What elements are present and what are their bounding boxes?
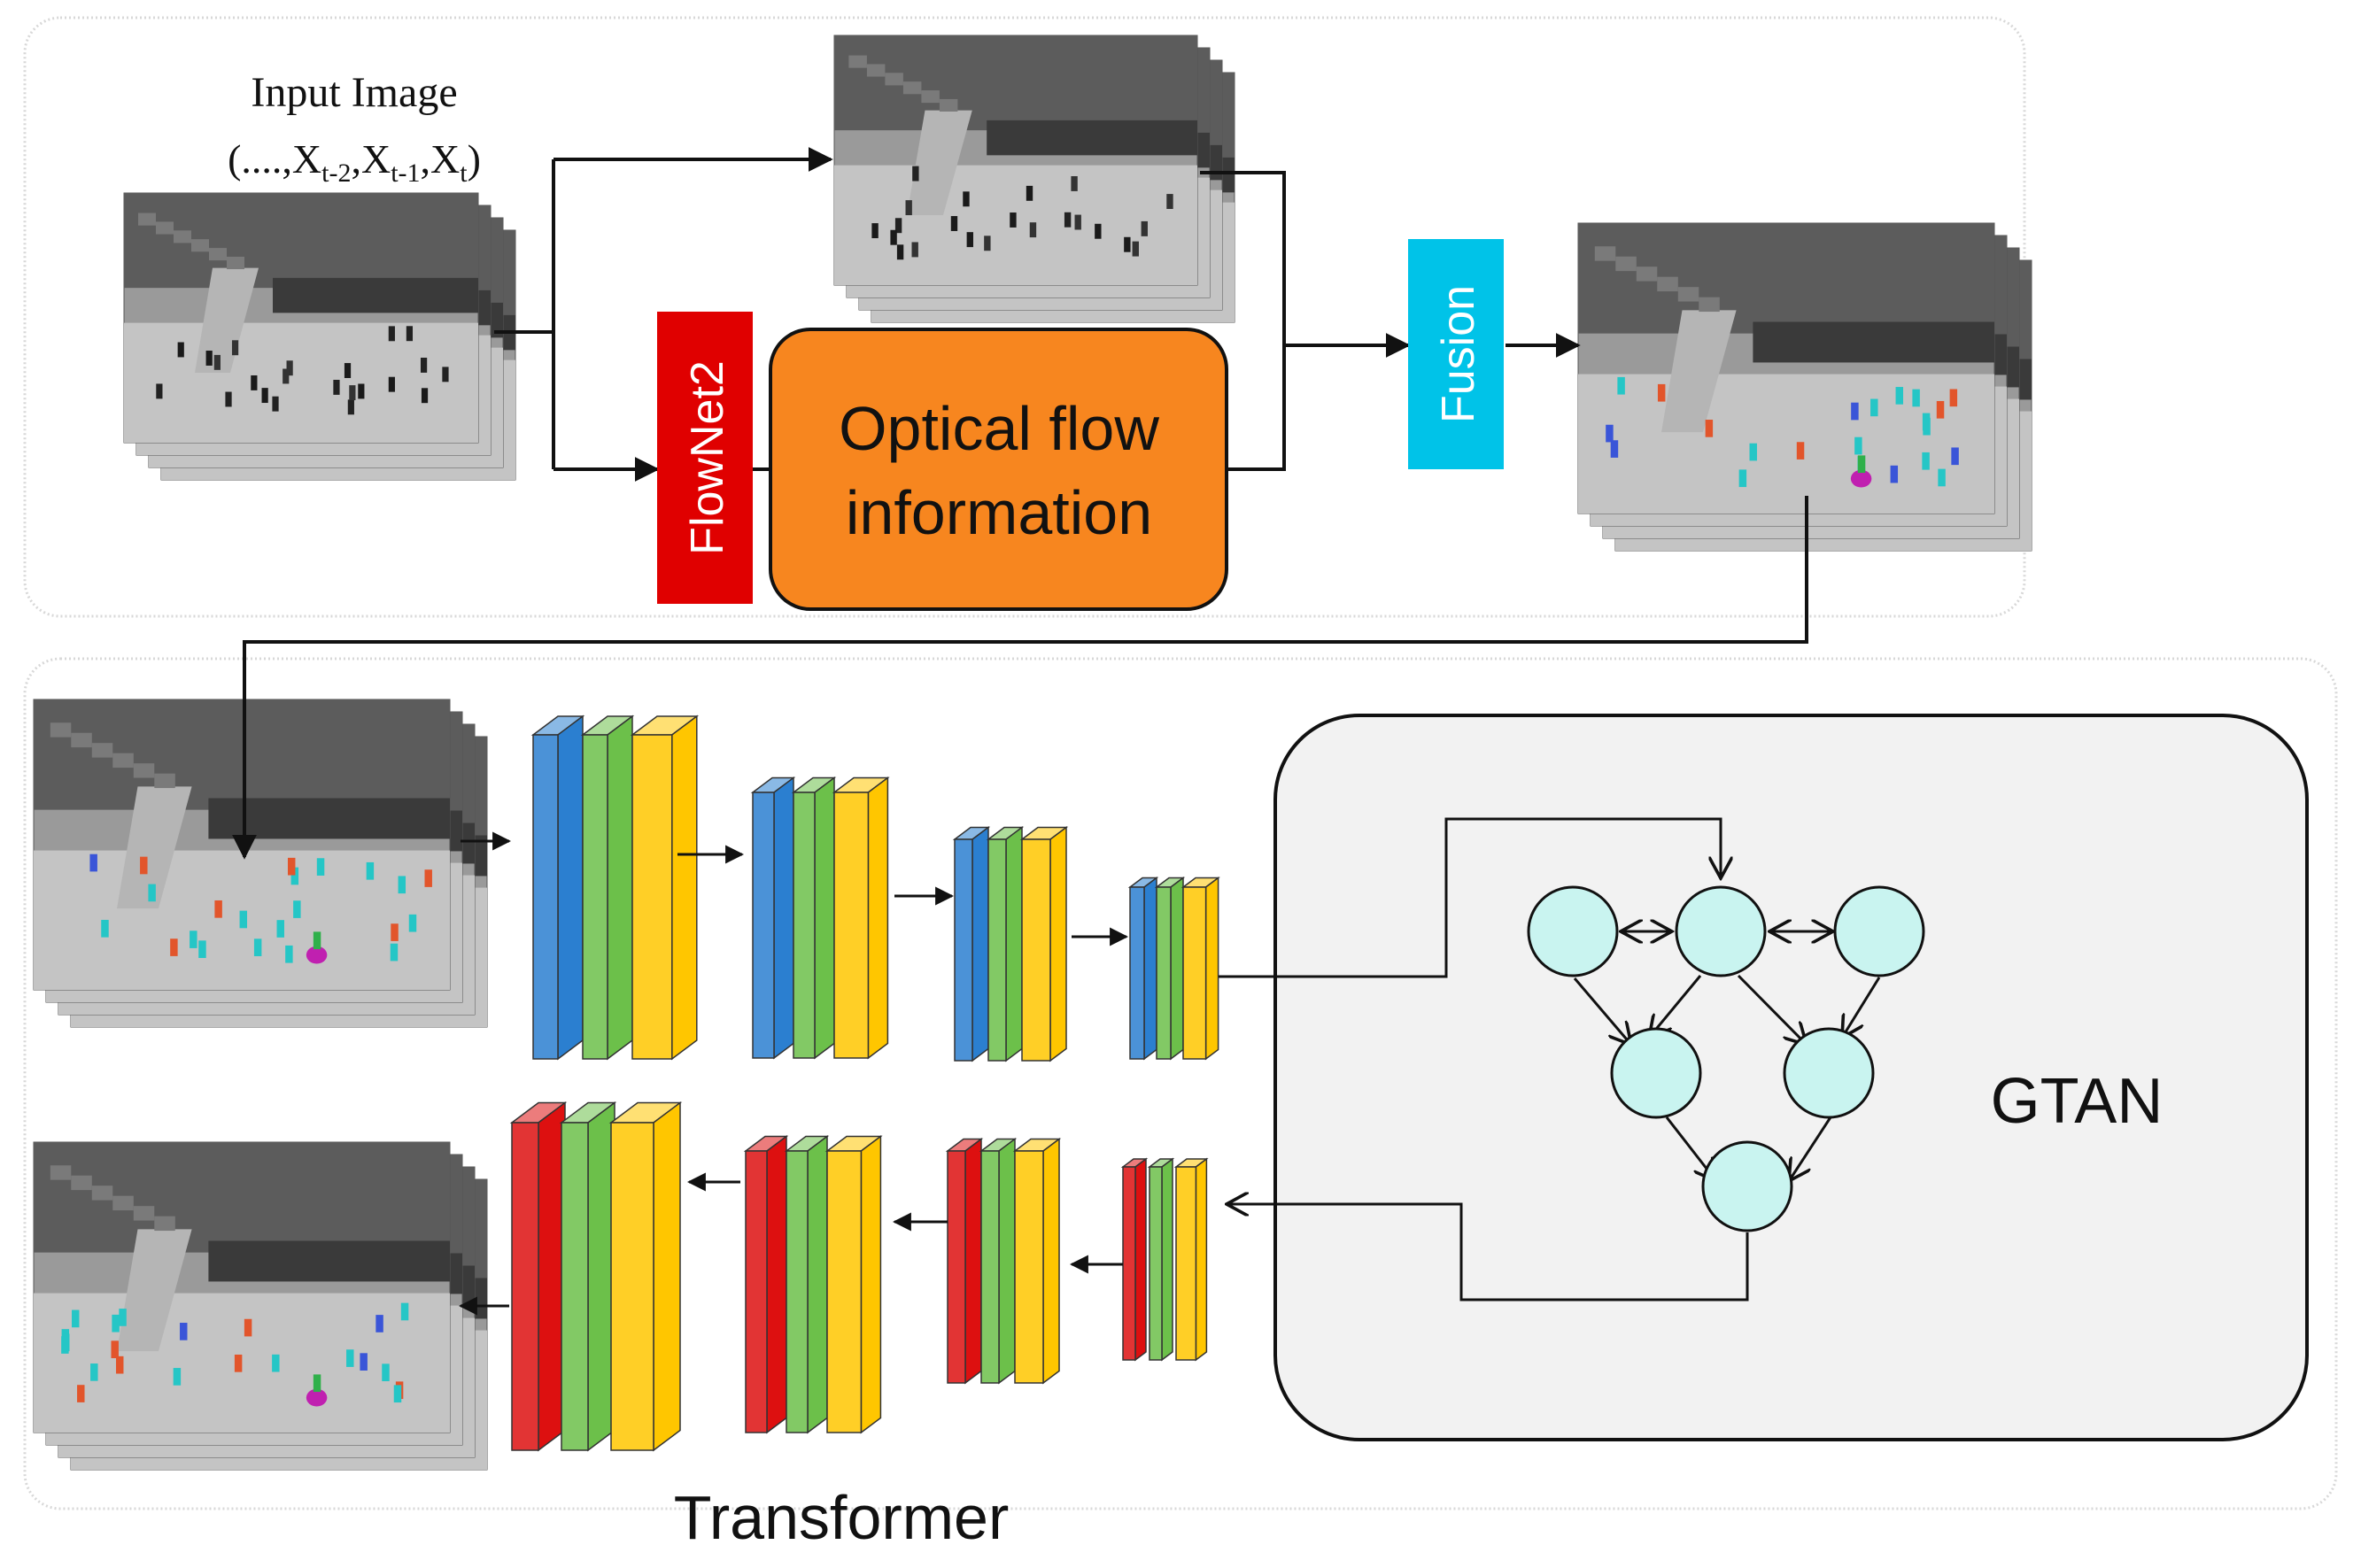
graph-node-6 <box>1701 1140 1793 1232</box>
input-frame-stack <box>123 192 516 481</box>
encoder-stage-1-layer-blue <box>530 714 585 1061</box>
optical-flow-label-line2: information <box>846 478 1152 547</box>
gtan-graph <box>1204 817 1881 1302</box>
decoder-stage-4-layer-red <box>1120 1157 1149 1362</box>
encoder-stage-4-layer-green <box>1154 877 1186 1061</box>
decoder-stage-2-layer-red <box>743 1135 789 1434</box>
input-image-title: Input Image <box>251 69 457 116</box>
decoder-stage-3 <box>945 1138 1062 1385</box>
encoder-stage-1-layer-yellow <box>630 714 700 1061</box>
decoder-stage-1 <box>509 1101 683 1452</box>
encoder-stage-3 <box>952 826 1069 1062</box>
optical-flow-box <box>769 328 1228 611</box>
encoder-stage-1 <box>530 714 700 1061</box>
fusion-box <box>1408 239 1504 469</box>
decoder-stage-1-layer-green <box>559 1101 617 1452</box>
encoder-stage-2-layer-yellow <box>832 776 890 1060</box>
decoder-stage-2-layer-yellow <box>824 1135 883 1434</box>
encoder-stage-3-layer-yellow <box>1019 826 1069 1062</box>
raw-frame-stack <box>833 35 1235 323</box>
bottom-connectors <box>458 831 1129 1316</box>
gtan-label: GTAN <box>1991 1066 2164 1137</box>
encoder-stage-2 <box>750 776 890 1060</box>
decoder-stage-2 <box>743 1135 883 1434</box>
decoder-stage-3-layer-red <box>945 1138 984 1385</box>
encoder-stage-2-layer-blue <box>750 776 796 1060</box>
encoder-stage-4-layer-yellow <box>1180 877 1220 1061</box>
graph-node-4 <box>1610 1027 1702 1119</box>
encoder-stage-2-layer-green <box>791 776 837 1060</box>
optical-flow-label-line1: Optical flow <box>839 394 1159 463</box>
decoder-stage-1-layer-yellow <box>608 1101 683 1452</box>
encoder-stage-4-layer-blue <box>1127 877 1159 1061</box>
input-sequence-label: (....,Xt-2,Xt-1,Xt) <box>228 136 481 188</box>
decoder-stage-3-layer-yellow <box>1012 1138 1062 1385</box>
decoder-stage-2-layer-green <box>784 1135 830 1434</box>
decoder-stage-4 <box>1120 1157 1209 1362</box>
encoder-stage-3-layer-green <box>986 826 1025 1062</box>
encoder-stage-3-layer-blue <box>952 826 991 1062</box>
graph-node-3 <box>1833 885 1925 977</box>
decoder-stage-1-layer-red <box>509 1101 568 1452</box>
graph-node-2 <box>1675 885 1767 977</box>
encoder-stage-4 <box>1127 877 1220 1061</box>
decoder-stage-4-layer-yellow <box>1173 1157 1209 1362</box>
decoder-stage-3-layer-green <box>979 1138 1018 1385</box>
transformer-label: Transformer <box>674 1483 1010 1552</box>
graph-node-5 <box>1783 1027 1875 1119</box>
encoder-input-frame-stack <box>33 699 488 1028</box>
decoder-stage-4-layer-green <box>1147 1157 1175 1362</box>
top-connectors <box>232 147 1808 860</box>
output-frame-stack <box>33 1141 488 1471</box>
flownet2-box <box>657 312 753 604</box>
fusion-label: Fusion <box>1433 285 1484 423</box>
graph-node-1 <box>1527 885 1619 977</box>
flownet2-label: FlowNet2 <box>682 360 733 555</box>
fused-frame-stack <box>1577 222 2032 552</box>
encoder-stage-1-layer-green <box>580 714 635 1061</box>
gtan-nodes <box>1527 885 1925 1232</box>
transformer-blocks <box>509 714 1220 1452</box>
